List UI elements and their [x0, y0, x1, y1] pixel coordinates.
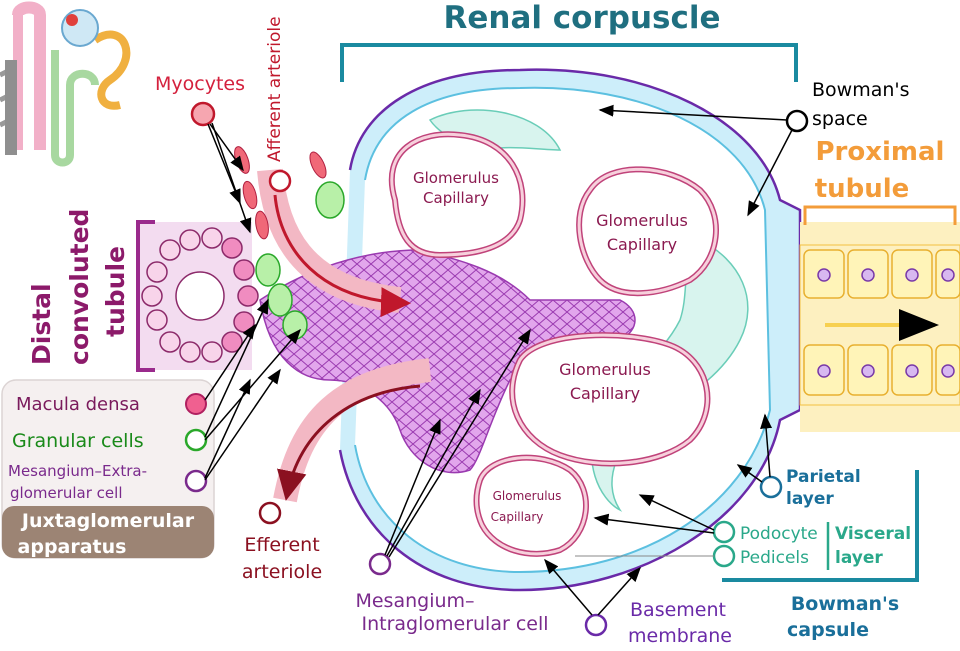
efferent-label-1: Efferent [244, 534, 319, 556]
juxta-label-2: apparatus [18, 536, 127, 558]
podocyte-marker[interactable] [712, 520, 736, 544]
glomerulus-label-3b: Capillary [570, 384, 640, 403]
bowmans-space-label-1: Bowman's [812, 79, 910, 101]
intraglomerular-label-1: Mesangium– [355, 590, 474, 612]
pedicels-label: Pedicels [740, 548, 809, 568]
dct-label-2: convoluted [65, 209, 94, 365]
bowmans-space-marker[interactable] [785, 109, 809, 133]
myocytes-label: Myocytes [155, 73, 245, 95]
glomerulus-label-4a: Glomerulus [493, 489, 562, 503]
extraglomerular-label-1: Mesangium–Extra- [8, 462, 147, 480]
capsule-bracket [722, 470, 919, 582]
afferent-marker[interactable] [268, 169, 292, 193]
intraglomerular-marker[interactable] [368, 552, 392, 576]
afferent-label: Afferent arteriole [265, 16, 285, 162]
glomerulus-capillaries [388, 131, 719, 557]
glomerulus-label-3a: Glomerulus [559, 360, 651, 379]
efferent-label-2: arteriole [242, 561, 322, 583]
granular-cells-marker[interactable] [184, 428, 208, 452]
corpuscle-bracket [340, 43, 798, 82]
proximal-tubule [799, 222, 960, 432]
glomerulus-label-1b: Capillary [423, 189, 489, 207]
bowmans-capsule-label-1: Bowman's [791, 593, 899, 615]
basement-membrane-marker[interactable] [584, 613, 608, 637]
parietal-label-1: Parietal [786, 467, 861, 487]
glomerulus-label-1a: Glomerulus [413, 169, 499, 187]
efferent-marker[interactable] [258, 501, 282, 525]
basement-label-2: membrane [628, 625, 732, 647]
pedicels-marker[interactable] [712, 544, 736, 568]
glomerulus-label-2a: Glomerulus [596, 211, 688, 230]
granular-cells-label: Granular cells [12, 430, 144, 452]
glomerulus-label-2b: Capillary [607, 235, 677, 254]
proximal-label-1: Proximal [816, 137, 945, 167]
macula-densa-marker[interactable] [185, 393, 207, 415]
macula-densa-label: Macula densa [16, 394, 140, 415]
extraglomerular-label-2: glomerular cell [10, 484, 123, 502]
visceral-label-2: layer [835, 548, 883, 568]
dct-label-1: Distal [27, 283, 56, 365]
extraglomerular-marker[interactable] [184, 469, 208, 493]
parietal-label-2: layer [786, 489, 834, 509]
proximal-bracket [803, 205, 957, 225]
glomerulus-label-4b: Capillary [491, 510, 544, 524]
juxta-header [2, 506, 214, 558]
distal-convoluted-tubule [136, 220, 259, 372]
nephron-thumbnail [0, 1, 131, 167]
bowmans-space-label-2: space [812, 108, 868, 130]
afferent-arteriole [257, 168, 402, 313]
parietal-marker[interactable] [759, 475, 783, 499]
bowmans-capsule-label-2: capsule [787, 619, 869, 641]
juxta-label-1: Juxtaglomerular [20, 510, 195, 532]
basement-label-1: Basement [630, 599, 726, 621]
proximal-label-2: tubule [815, 174, 910, 204]
podocyte-label: Podocyte [740, 524, 818, 544]
intraglomerular-label-2: Intraglomerular cell [361, 613, 548, 635]
myocytes-marker[interactable] [190, 101, 216, 127]
granular-cells [255, 181, 345, 340]
page-title: Renal corpuscle [443, 0, 720, 36]
dct-label-3: tubule [101, 246, 130, 337]
visceral-label-1: Visceral [835, 524, 911, 544]
